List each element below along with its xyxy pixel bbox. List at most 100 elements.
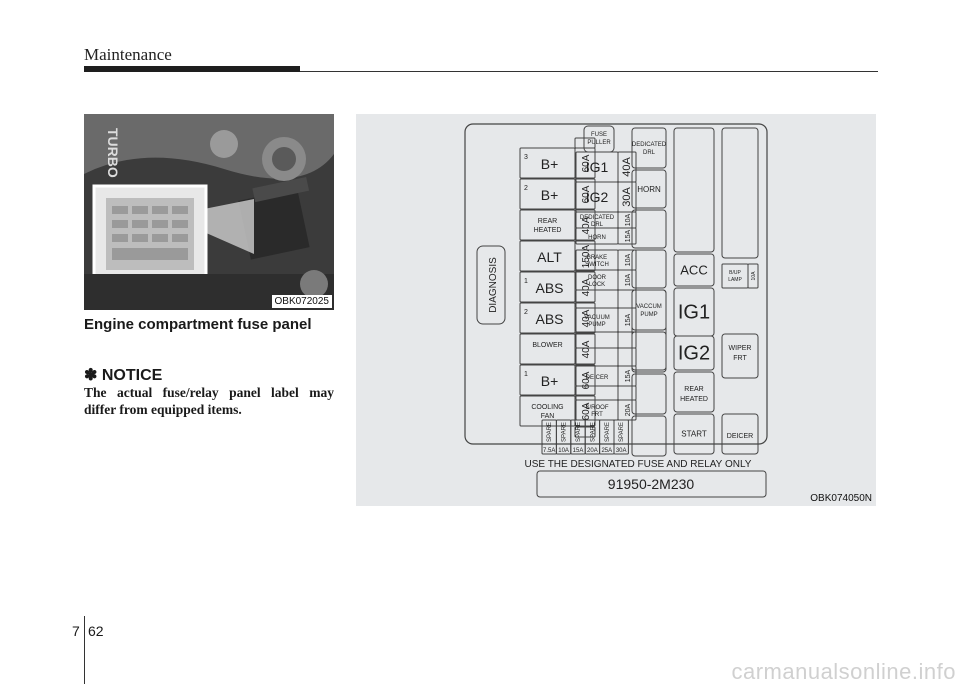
- spare-rating-0: 7.5A: [543, 448, 555, 454]
- relay-col2-label-4-line-1: HEATED: [680, 396, 708, 403]
- header-rule: [300, 71, 878, 72]
- relay-col2-box-4: [673, 371, 715, 413]
- mid-fuse-name-5-line-0: DOOR: [588, 275, 607, 281]
- left-fuse-name-5: ABS: [535, 311, 563, 327]
- fuse-panel-diagram: 91950-2M230 USE THE DESIGNATED FUSE AND R…: [356, 114, 876, 506]
- page-number: 62: [88, 623, 104, 639]
- relay-wiper-label-line-0: WIPER: [729, 345, 752, 352]
- relay-col1-box-7: [631, 415, 667, 457]
- relay-col2-label-3: IG2: [678, 343, 710, 365]
- relay-col2-box-5: [673, 413, 715, 455]
- left-fuse-rating-box-2: [574, 209, 596, 241]
- left-fuse-rating-4: 40A: [581, 278, 592, 296]
- mid-fuse-rating-box-3: [617, 227, 637, 245]
- left-fuse-rating-3: 150A: [581, 244, 592, 268]
- mid-fuse-rating-4: 10A: [625, 253, 632, 266]
- relay-bup-lamp-label-line-0: B/UP: [729, 270, 741, 276]
- relay-col1-box-1: [631, 169, 667, 209]
- mid-empty-rating-2: [617, 347, 637, 367]
- mid-fuse-name-0: IG1: [586, 159, 609, 175]
- left-fuse-superscript-5: 2: [524, 309, 528, 316]
- mid-fuse-name-6-line-0: VACUUM: [584, 315, 610, 321]
- header-title: Maintenance: [84, 45, 172, 64]
- page-chapter: 7: [72, 623, 80, 639]
- mid-fuse-name-2-line-1: DRL: [591, 222, 604, 228]
- section-title: Engine compartment fuse panel: [84, 316, 312, 333]
- relay-wiper-box: [721, 333, 759, 379]
- relay-col1-label-1: HORN: [637, 185, 661, 194]
- mid-fuse-rating-2: 10A: [625, 213, 632, 226]
- diagram-caption: OBK074050N: [810, 493, 872, 504]
- spare-label-0: SPARE: [547, 422, 553, 442]
- mid-fuse-rating-6: 15A: [625, 313, 632, 326]
- left-fuse-name-7: B+: [541, 373, 559, 389]
- left-fuse-rating-2: 40A: [581, 216, 592, 234]
- engine-photo-drawing: TURBO: [84, 114, 334, 310]
- relay-bup-rating: 10A: [751, 271, 757, 281]
- relay-col1-label-4-line-1: PUMP: [640, 312, 657, 318]
- mid-fuse-name-2-line-0: DEDICATED: [580, 215, 615, 221]
- relay-col1-box-0: [631, 127, 667, 169]
- mid-fuse-rating-5: 10A: [625, 273, 632, 286]
- diagnosis-label: DIAGNOSIS: [488, 257, 499, 313]
- left-fuse-name-2-line-1: HEATED: [534, 227, 562, 234]
- watermark: carmanualsonline.info: [731, 659, 956, 684]
- left-fuse-rating-box-5: [574, 302, 596, 334]
- mid-fuse-name-4-line-1: SWITCH: [585, 262, 609, 268]
- left-fuse-name-6-line-0: BLOWER: [532, 342, 562, 349]
- diagnosis-connector: [476, 245, 506, 325]
- left-fuse-name-2-line-0: REAR: [538, 218, 557, 225]
- engine-label: TURBO: [105, 128, 121, 178]
- left-fuse-rating-7: 60A: [581, 371, 592, 389]
- relay-col1-box-2: [631, 209, 667, 249]
- left-fuse-rating-5: 40A: [581, 309, 592, 327]
- left-fuse-superscript-4: 1: [524, 278, 528, 285]
- left-fuse-name-8-line-1: FAN: [541, 413, 555, 420]
- spare-rating-4: 25A: [601, 448, 612, 454]
- spare-label-1: SPARE: [562, 422, 568, 442]
- left-fuse-rating-box-1: [574, 178, 596, 210]
- mid-fuse-name-8-line-1: FRT: [591, 412, 603, 418]
- relay-col1-label-0-line-0: DEDICATED: [632, 142, 667, 148]
- relay-col2-label-2: IG1: [678, 302, 710, 324]
- mid-fuse-name-3-line-0: HORN: [588, 235, 606, 241]
- relay-col2-box-1: [673, 253, 715, 287]
- relay-col2-label-4-line-0: REAR: [684, 386, 703, 393]
- left-fuse-rating-0: 60A: [581, 154, 592, 172]
- part-number: 91950-2M230: [608, 476, 695, 492]
- left-fuse-rating-6: 40A: [581, 340, 592, 358]
- mid-empty-rating-3: [617, 385, 637, 401]
- spare-rating-5: 30A: [616, 448, 627, 454]
- left-fuse-superscript-7: 1: [524, 371, 528, 378]
- notice-text: The actual fuse/relay panel label may di…: [84, 385, 334, 417]
- relay-wiper-label-line-1: FRT: [733, 355, 747, 362]
- mid-fuse-name-4-line-0: BRAKE: [587, 255, 607, 261]
- relay-vaccum-pump-box: [631, 289, 667, 371]
- left-fuse-name-1: B+: [541, 187, 559, 203]
- left-fuse-name-3: ALT: [537, 249, 562, 265]
- page-rule: [84, 616, 85, 684]
- mid-fuse-rating-3: 15A: [625, 229, 632, 242]
- spare-rating-box-5: [613, 443, 629, 455]
- spare-label-5: SPARE: [619, 422, 625, 442]
- relay-col1-label-4-line-0: VACCUM: [636, 304, 662, 310]
- fuse-puller-label-line-1: PULLER: [587, 140, 611, 146]
- part-number-box: [536, 470, 767, 498]
- spare-rating-1: 10A: [558, 448, 569, 454]
- mid-fuse-name-1: IG2: [586, 189, 609, 205]
- left-fuse-superscript-1: 2: [524, 185, 528, 192]
- mid-fuse-rating-7: 15A: [625, 369, 632, 382]
- relay-col2-box-0: [673, 127, 715, 253]
- relay-col1-box-3: [631, 249, 667, 289]
- relay-bup-lamp-label-line-1: LAMP: [728, 277, 742, 283]
- relay-col1-label-0-line-1: DRL: [643, 150, 656, 156]
- spare-label-3: SPARE: [590, 422, 596, 442]
- spare-label-4: SPARE: [605, 422, 611, 442]
- mid-fuse-name-6-line-1: PUMP: [588, 322, 605, 328]
- left-fuse-name-8-line-0: COOLING: [531, 404, 563, 411]
- spare-label-2: SPARE: [576, 422, 582, 442]
- left-fuse-name-4: ABS: [535, 280, 563, 296]
- spare-rating-3: 20A: [587, 448, 598, 454]
- spare-rating-2: 15A: [573, 448, 584, 454]
- instruction-text: USE THE DESIGNATED FUSE AND RELAY ONLY: [525, 459, 752, 470]
